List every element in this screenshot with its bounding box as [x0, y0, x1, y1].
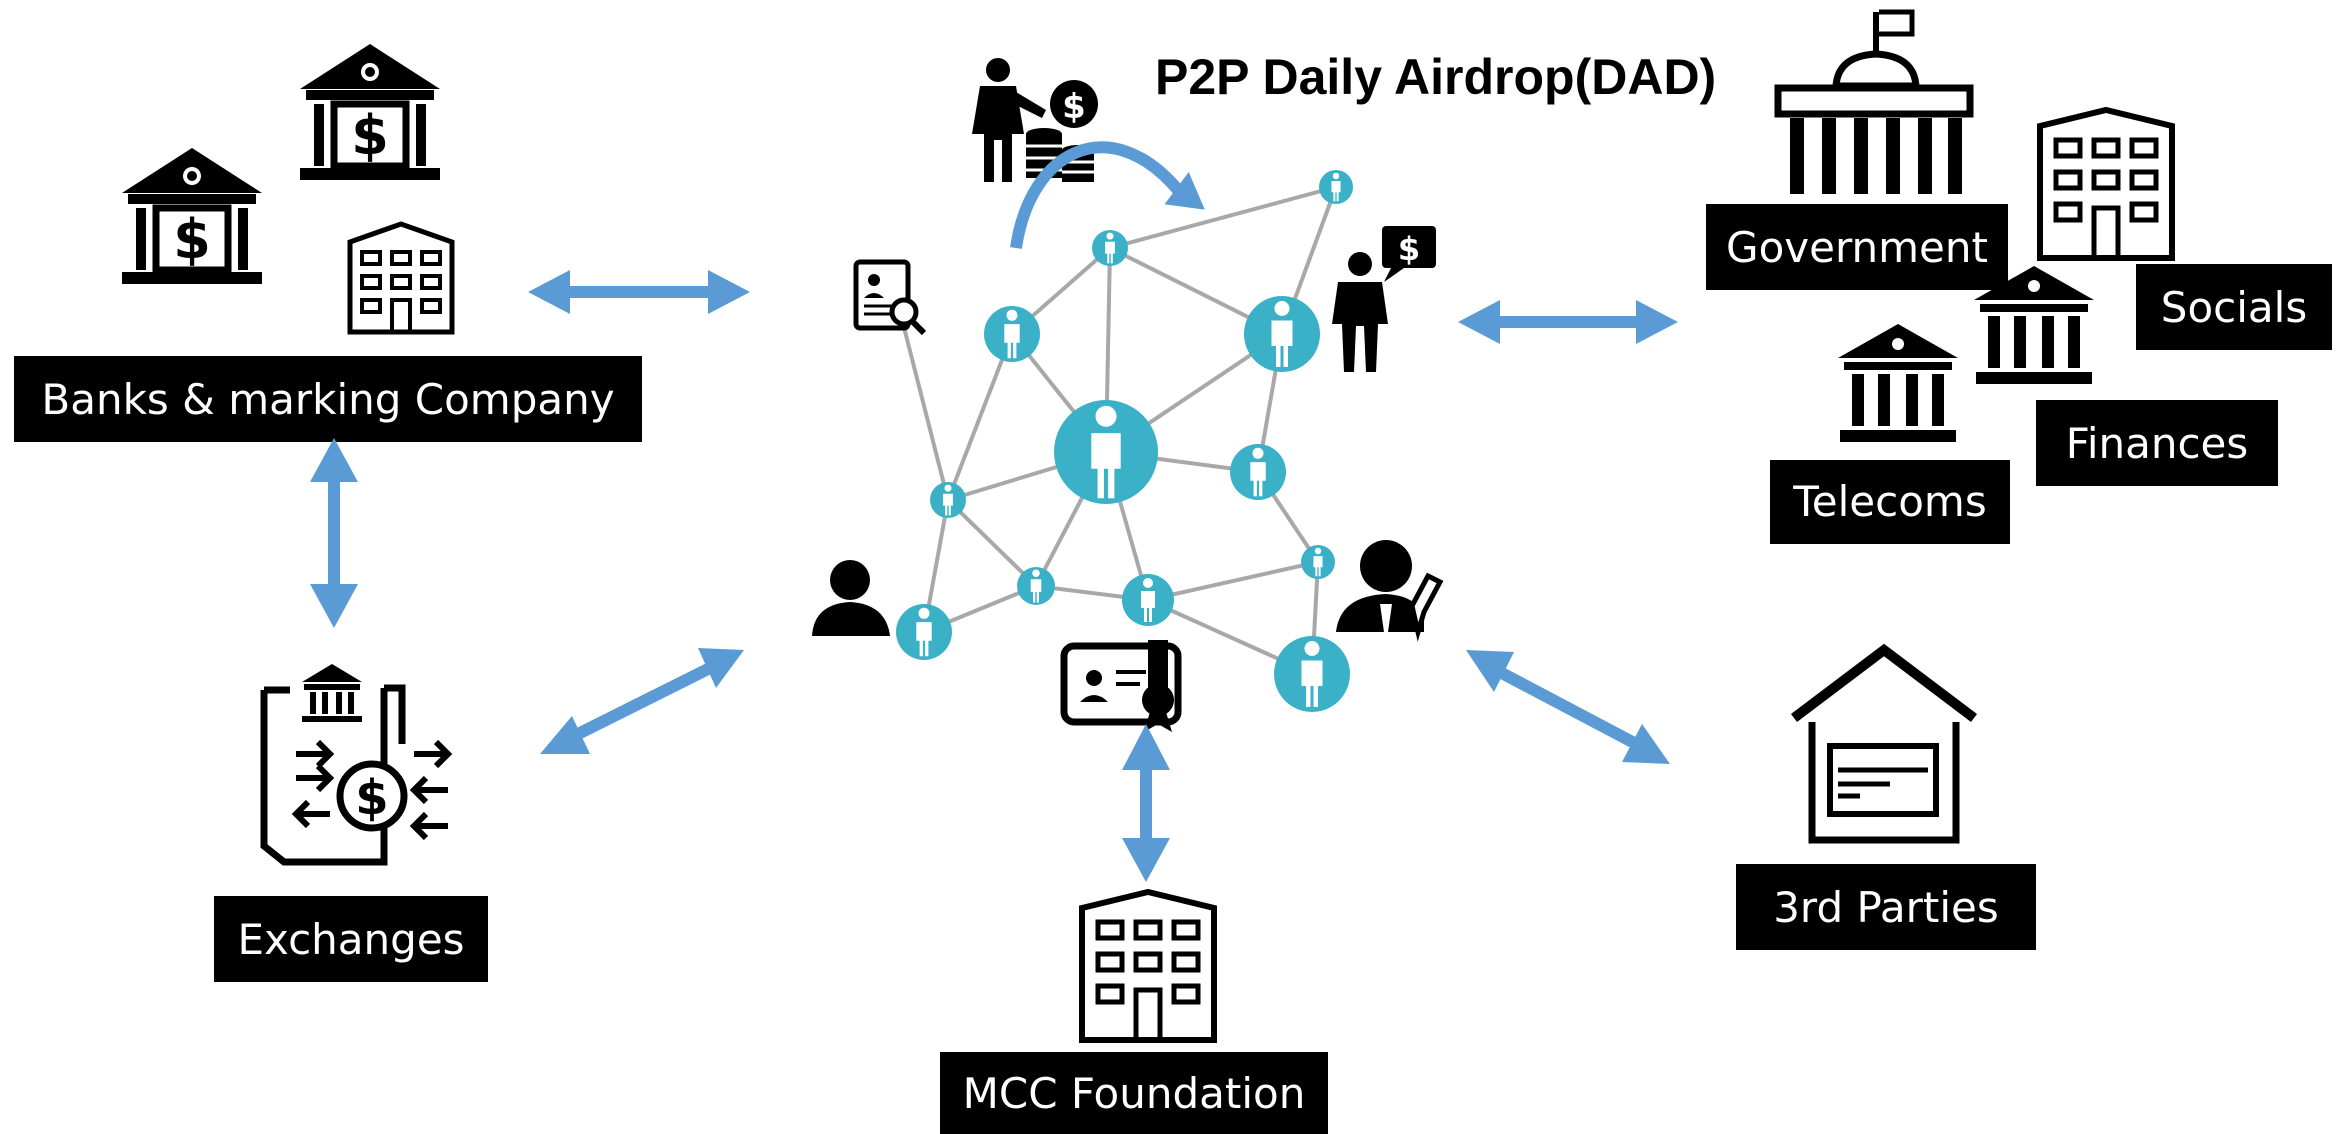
bank-icon	[300, 44, 440, 180]
svg-text:Telecoms: Telecoms	[1792, 477, 1986, 526]
double-arrow-banks-network	[528, 270, 750, 314]
double-arrow-network-government	[1458, 300, 1678, 344]
airdrop-curved-arrow	[1010, 141, 1205, 249]
diagram-title: P2P Daily Airdrop(DAD)	[1155, 49, 1716, 105]
svg-text:3rd Parties: 3rd Parties	[1773, 883, 1999, 932]
network-node	[1122, 574, 1174, 626]
double-arrow-exchanges-network	[540, 648, 744, 754]
currency-exchange-icon: $	[260, 664, 453, 866]
network-node	[1054, 400, 1158, 504]
office-building-icon	[2040, 110, 2172, 258]
network-node	[1301, 545, 1335, 579]
label-telecoms: Telecoms	[1770, 460, 2010, 544]
double-arrow-banks-exchanges	[310, 438, 358, 628]
network-node	[1274, 636, 1350, 712]
label-third-parties: 3rd Parties	[1736, 864, 2036, 950]
network-node	[896, 604, 952, 660]
label-mcc: MCC Foundation	[940, 1052, 1328, 1134]
office-building-icon	[350, 224, 452, 332]
capitol-building-icon	[1774, 9, 1974, 194]
person-icon	[812, 560, 890, 636]
network-node	[984, 306, 1040, 362]
svg-text:Exchanges: Exchanges	[237, 915, 464, 964]
office-building-icon	[1082, 892, 1214, 1040]
network-nodes	[896, 170, 1353, 712]
label-exchanges: Exchanges	[214, 896, 488, 982]
person-pen-icon	[1336, 540, 1444, 642]
svg-text:MCC Foundation: MCC Foundation	[963, 1069, 1306, 1118]
svg-text:$: $	[1062, 87, 1086, 127]
label-socials: Socials	[2136, 264, 2332, 350]
svg-text:$: $	[355, 770, 388, 826]
svg-text:$: $	[1398, 230, 1420, 268]
businessman-speech-icon: $	[1332, 226, 1436, 372]
label-finances: Finances	[2036, 400, 2278, 486]
businessman-coins-icon: $	[972, 58, 1098, 182]
svg-text:Government: Government	[1726, 223, 1988, 272]
svg-text:Socials: Socials	[2161, 283, 2307, 332]
network-node	[1230, 444, 1286, 500]
label-government: Government	[1706, 204, 2008, 290]
network-node	[930, 482, 966, 518]
bank-icon	[122, 148, 262, 284]
svg-text:Banks & marking Company: Banks & marking Company	[41, 375, 614, 424]
network-node	[1319, 170, 1353, 204]
bank-icon	[1838, 324, 1958, 442]
id-card-certificate-icon	[1060, 640, 1182, 732]
double-arrow-network-mcc	[1122, 724, 1170, 882]
network-node	[1017, 567, 1055, 605]
double-arrow-network-third-parties	[1466, 650, 1670, 764]
svg-text:Finances: Finances	[2066, 419, 2249, 468]
network-node	[1244, 296, 1320, 372]
house-icon	[1790, 643, 1978, 844]
label-banks: Banks & marking Company	[14, 356, 642, 442]
document-search-icon	[853, 259, 927, 336]
network-node	[1092, 230, 1128, 266]
